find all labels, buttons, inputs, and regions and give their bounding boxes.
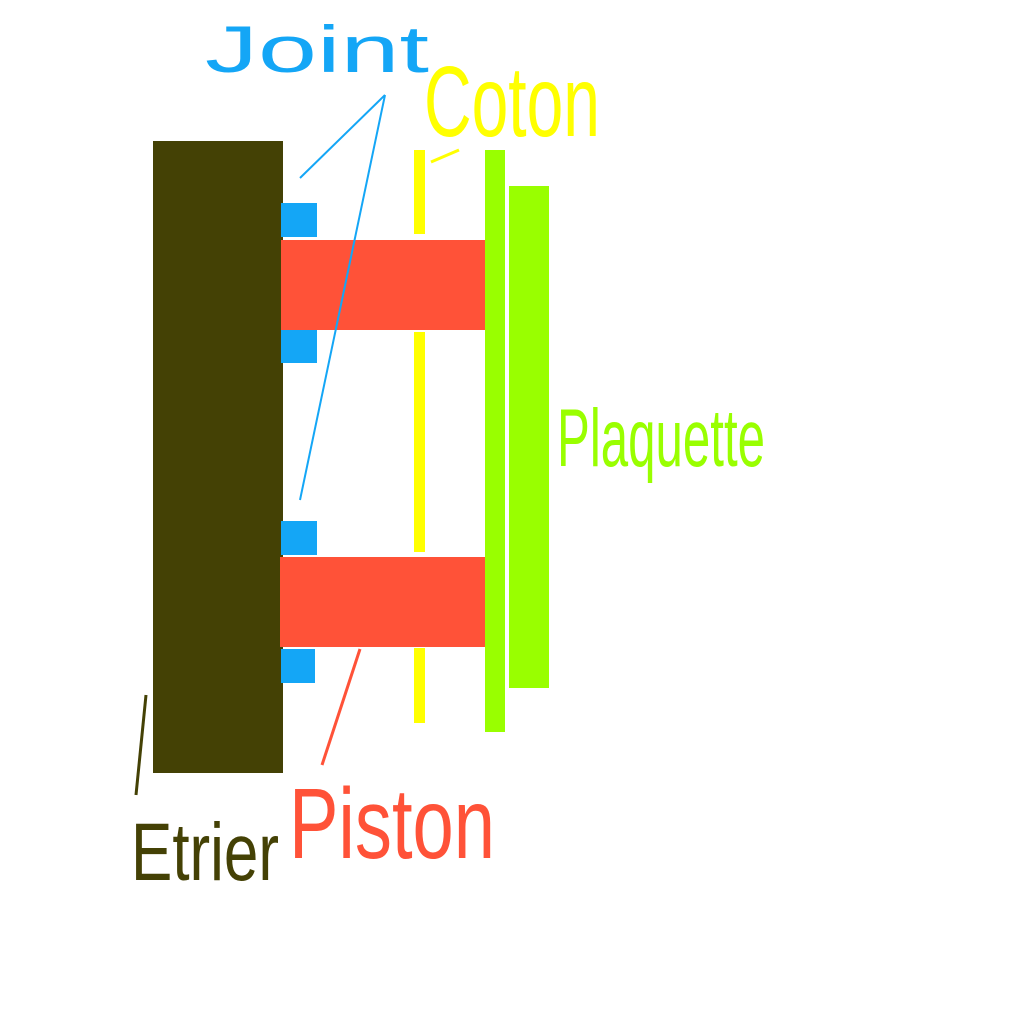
joint-seal-3 xyxy=(281,521,317,555)
plaquette-backing-plate xyxy=(485,150,505,732)
coton-leader-line xyxy=(430,148,460,164)
etrier-leader-line xyxy=(134,694,148,796)
piston-label: Piston xyxy=(289,768,495,880)
joint-leader-line-2 xyxy=(299,94,386,501)
joint-label: Joint xyxy=(205,12,429,86)
coton-label: Coton xyxy=(424,46,600,158)
piston-top xyxy=(281,240,486,330)
coton-segment-top xyxy=(414,150,425,234)
piston-bottom xyxy=(280,557,486,647)
joint-leader-line-1 xyxy=(299,94,386,179)
joint-seal-1 xyxy=(281,203,317,237)
piston-leader-line xyxy=(320,648,362,766)
plaquette-pad xyxy=(509,186,549,688)
etrier-label: Etrier xyxy=(131,807,279,898)
joint-seal-4 xyxy=(281,649,315,683)
coton-segment-middle xyxy=(414,332,425,552)
plaquette-label: Plaquette xyxy=(557,393,765,484)
joint-seal-2 xyxy=(281,330,317,363)
etrier-body xyxy=(153,141,283,773)
coton-segment-bottom xyxy=(414,648,425,723)
